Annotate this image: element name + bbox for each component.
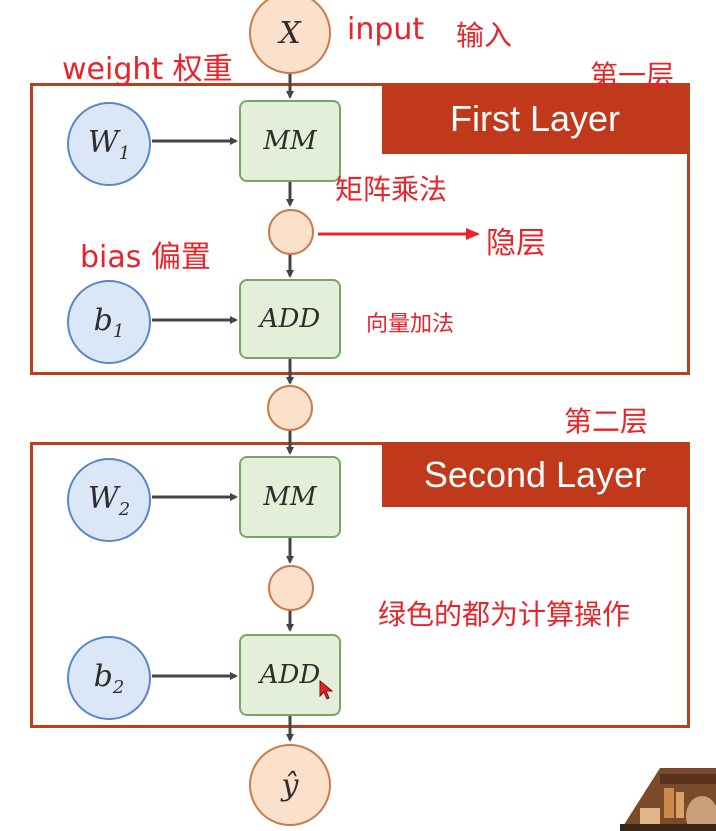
input-cn-annotation: 输入 <box>456 19 513 52</box>
matmul-op-1: MM <box>239 100 341 182</box>
second-layer-box <box>30 442 690 728</box>
second-layer-title: Second Layer <box>423 454 647 495</box>
output-symbol: ŷ <box>281 767 299 803</box>
bias-node-2: b2 <box>67 636 151 720</box>
bias-node-1: b1 <box>67 280 151 364</box>
add-op-2: ADD <box>239 634 341 716</box>
weight-node-1: W1 <box>67 102 151 186</box>
first-layer-box <box>30 83 690 375</box>
weight-node-2: W2 <box>67 458 151 542</box>
bias-2-symbol: b2 <box>93 658 125 698</box>
add1-label: ADD <box>259 304 321 334</box>
mm2-label: MM <box>263 482 317 512</box>
vector-add-cn-annotation: 向量加法 <box>366 312 455 337</box>
second-layer-banner: Second Layer <box>382 443 688 507</box>
hidden-node-2 <box>267 385 313 431</box>
hidden-cn-annotation: 隐层 <box>486 226 546 261</box>
input-annotation: input <box>347 12 425 47</box>
bias-1-symbol: b1 <box>93 302 125 342</box>
first-layer-banner: First Layer <box>382 84 688 154</box>
mm1-label: MM <box>263 126 317 156</box>
webcam-thumbnail <box>620 768 716 831</box>
matmul-cn-annotation: 矩阵乘法 <box>335 173 448 206</box>
weight-annotation: weight 权重 <box>62 52 233 87</box>
layer2-cn-annotation: 第二层 <box>564 405 649 438</box>
matmul-op-2: MM <box>239 456 341 538</box>
input-symbol: X <box>279 15 301 51</box>
mouse-cursor-icon <box>319 680 333 700</box>
add2-label: ADD <box>259 660 321 690</box>
layer1-cn-annotation: 第一层 <box>590 59 675 92</box>
bias-annotation: bias 偏置 <box>80 240 211 275</box>
weight-2-symbol: W2 <box>87 480 131 520</box>
green-ops-cn-annotation: 绿色的都为计算操作 <box>378 598 631 631</box>
first-layer-title: First Layer <box>449 98 621 139</box>
add-op-1: ADD <box>239 279 341 359</box>
weight-1-symbol: W1 <box>87 124 131 164</box>
hidden-node-3 <box>268 565 314 611</box>
input-node: X <box>249 0 331 74</box>
output-node: ŷ <box>249 744 331 826</box>
hidden-node-1 <box>268 209 314 255</box>
